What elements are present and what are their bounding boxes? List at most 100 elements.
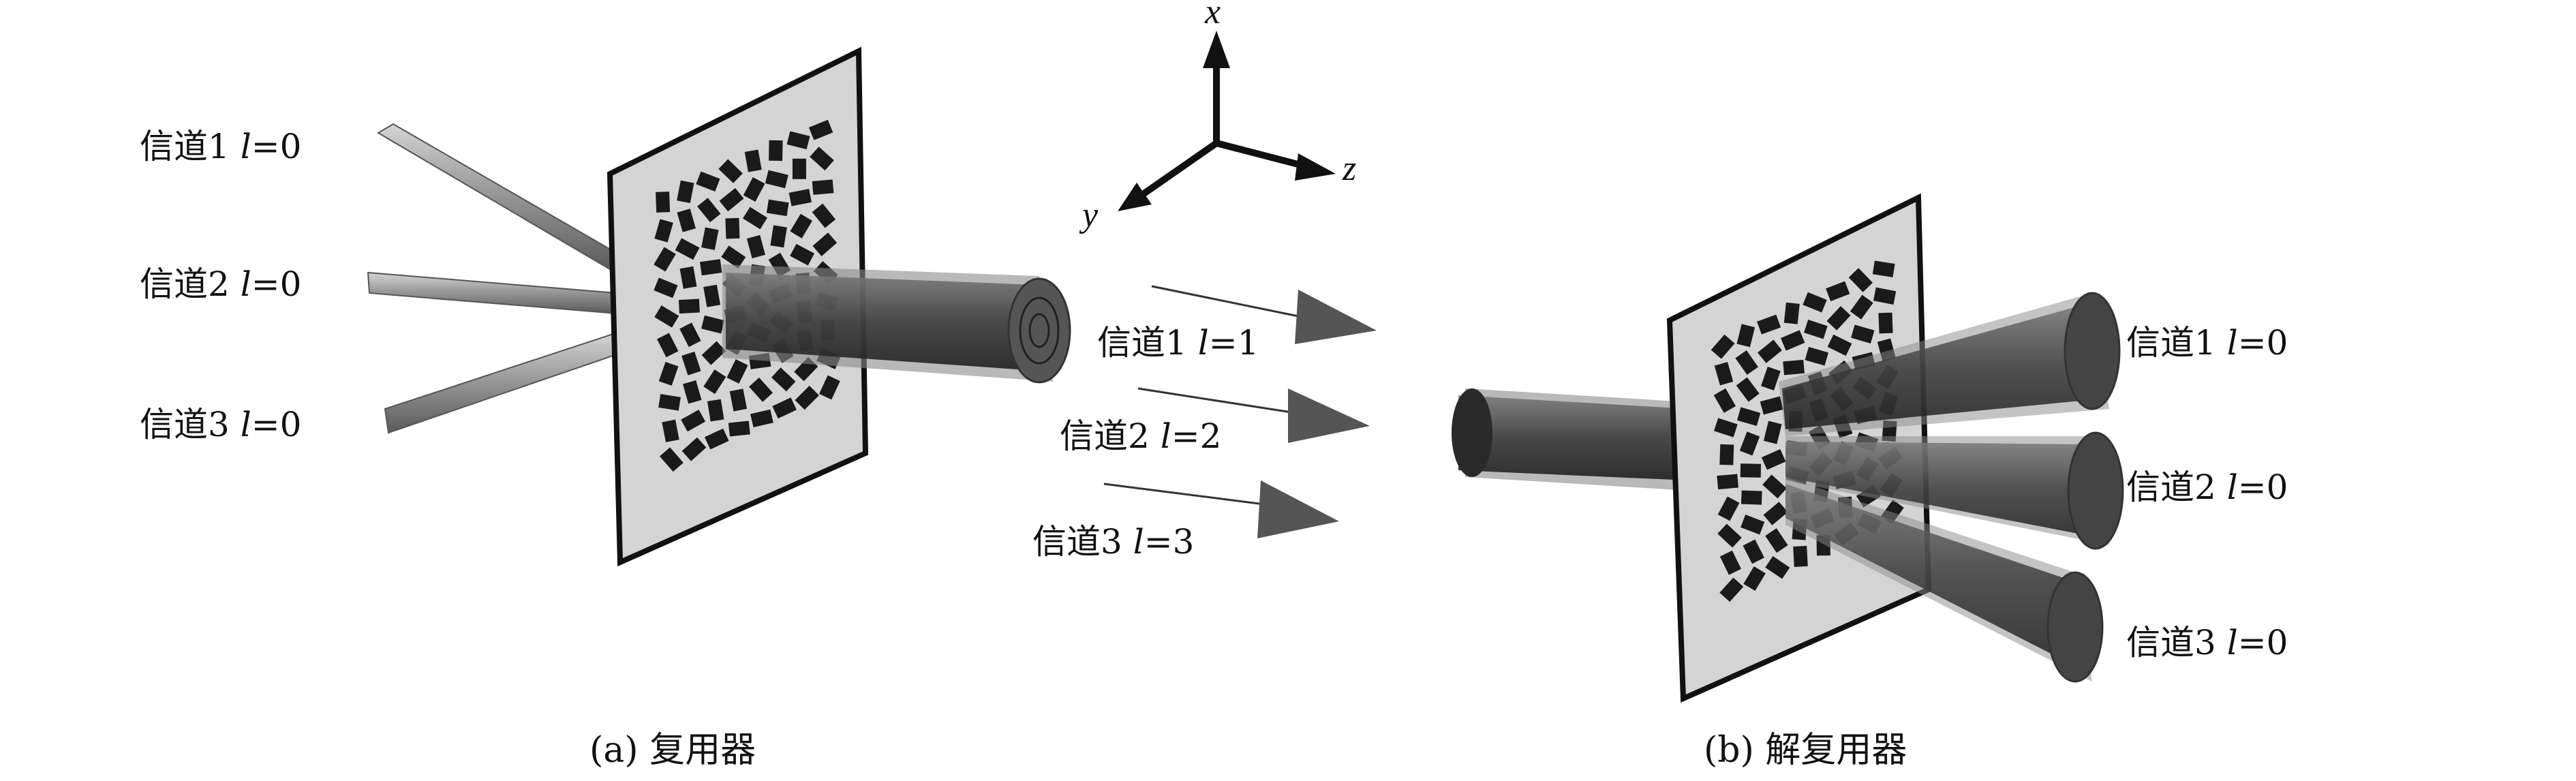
transmission-label-1: 信道1 l=1 <box>1097 323 1259 363</box>
y-axis <box>1136 140 1218 201</box>
meta-atom <box>662 419 679 442</box>
meta-atom <box>701 341 726 365</box>
caption-demultiplexer: (b) 解复用器 <box>1704 730 1907 771</box>
z-axis <box>1215 140 1310 170</box>
meta-atom <box>766 199 789 217</box>
output-beam-2 <box>1785 442 2102 538</box>
meta-atom <box>701 315 724 334</box>
meta-atom <box>725 217 740 239</box>
meta-atom <box>703 369 726 395</box>
y-axis-label: y <box>1082 196 1099 234</box>
meta-atom <box>654 247 676 272</box>
meta-atom <box>656 333 679 358</box>
meta-atom <box>1758 339 1782 363</box>
meta-atom <box>1803 292 1827 313</box>
demultiplexer-output-beams <box>1779 292 2124 683</box>
meta-atom <box>1805 347 1828 366</box>
meta-atom <box>1714 362 1734 386</box>
input-beam-3 <box>384 333 618 434</box>
meta-atom <box>728 420 750 437</box>
arrow-1-head <box>1295 290 1377 344</box>
meta-atom <box>677 209 696 232</box>
transmission-arrows <box>1103 285 1377 538</box>
meta-atom <box>682 380 702 404</box>
meta-atom <box>1739 431 1760 456</box>
meta-atom <box>1711 334 1735 359</box>
meta-atom <box>771 367 796 392</box>
meta-atom <box>772 397 797 419</box>
meta-atom <box>681 351 701 376</box>
meta-atom <box>769 140 783 162</box>
meta-atom <box>808 119 833 140</box>
meta-atom <box>681 437 707 461</box>
meta-atom <box>1719 577 1744 602</box>
meta-atom <box>654 219 673 243</box>
meta-atom <box>792 158 806 179</box>
meta-atom <box>1804 320 1828 339</box>
meta-atom <box>1743 566 1766 592</box>
meta-atom <box>1736 407 1761 427</box>
meta-atom <box>654 277 678 298</box>
meta-atom <box>1872 260 1895 277</box>
meta-atom <box>675 238 700 260</box>
z-axis-label: z <box>1343 149 1357 188</box>
meta-atom <box>1783 359 1805 376</box>
meta-atom <box>1873 287 1897 305</box>
meta-atom <box>679 322 701 348</box>
meta-atom <box>658 394 681 411</box>
output-beam-3 <box>1785 484 2085 671</box>
output-beam-1 <box>1782 303 2102 429</box>
meta-atom <box>812 179 834 195</box>
meta-atom <box>1783 302 1800 324</box>
meta-atom <box>1717 474 1739 490</box>
mux-input-label-2: 信道2 l=0 <box>140 264 302 304</box>
meta-atom <box>704 428 729 450</box>
transmission-label-2: 信道2 l=2 <box>1060 416 1222 456</box>
meta-atom <box>696 171 720 192</box>
coordinate-axes <box>1118 31 1336 211</box>
meta-atom <box>654 305 679 328</box>
meta-atom <box>1736 324 1755 348</box>
meta-atom <box>729 388 748 412</box>
meta-atom <box>1826 281 1850 302</box>
meta-atom <box>703 284 721 307</box>
meta-atom <box>1717 496 1740 521</box>
meta-atom <box>788 189 812 206</box>
meta-atom <box>677 180 694 204</box>
meta-atom <box>718 159 743 183</box>
meta-atom <box>1740 463 1762 478</box>
meta-atom <box>701 227 719 250</box>
meta-atom <box>770 225 787 248</box>
meta-atom <box>1760 396 1783 415</box>
meta-atom <box>1719 444 1734 465</box>
meta-atom <box>790 213 812 239</box>
mux-input-label-3: 信道3 l=0 <box>140 405 302 444</box>
multiplexer-input-beams <box>367 123 628 434</box>
meta-atom <box>707 399 724 422</box>
meta-atom <box>679 266 697 289</box>
demux-output-label-3: 信道3 l=0 <box>2126 623 2288 662</box>
input-beam-2 <box>367 271 617 315</box>
meta-atom <box>1713 388 1736 413</box>
meta-atom <box>1763 420 1782 444</box>
meta-atom <box>658 361 679 386</box>
meta-atom <box>1757 314 1781 335</box>
mux-input-label-1: 信道1 l=0 <box>140 127 302 166</box>
meta-atom <box>742 206 768 230</box>
x-axis-label: x <box>1205 0 1221 31</box>
meta-atom <box>1793 545 1808 567</box>
meta-atom <box>699 259 722 276</box>
meta-atom <box>719 187 744 212</box>
meta-atom <box>1736 377 1760 402</box>
meta-atom <box>678 298 700 314</box>
arrow-1-shaft <box>1151 285 1302 318</box>
meta-atom <box>1761 448 1786 470</box>
meta-atom <box>726 359 748 384</box>
meta-atom <box>721 245 746 269</box>
meta-atom <box>656 192 671 213</box>
meta-atom <box>750 409 773 428</box>
meta-atom <box>795 385 819 410</box>
meta-atom <box>697 198 721 223</box>
